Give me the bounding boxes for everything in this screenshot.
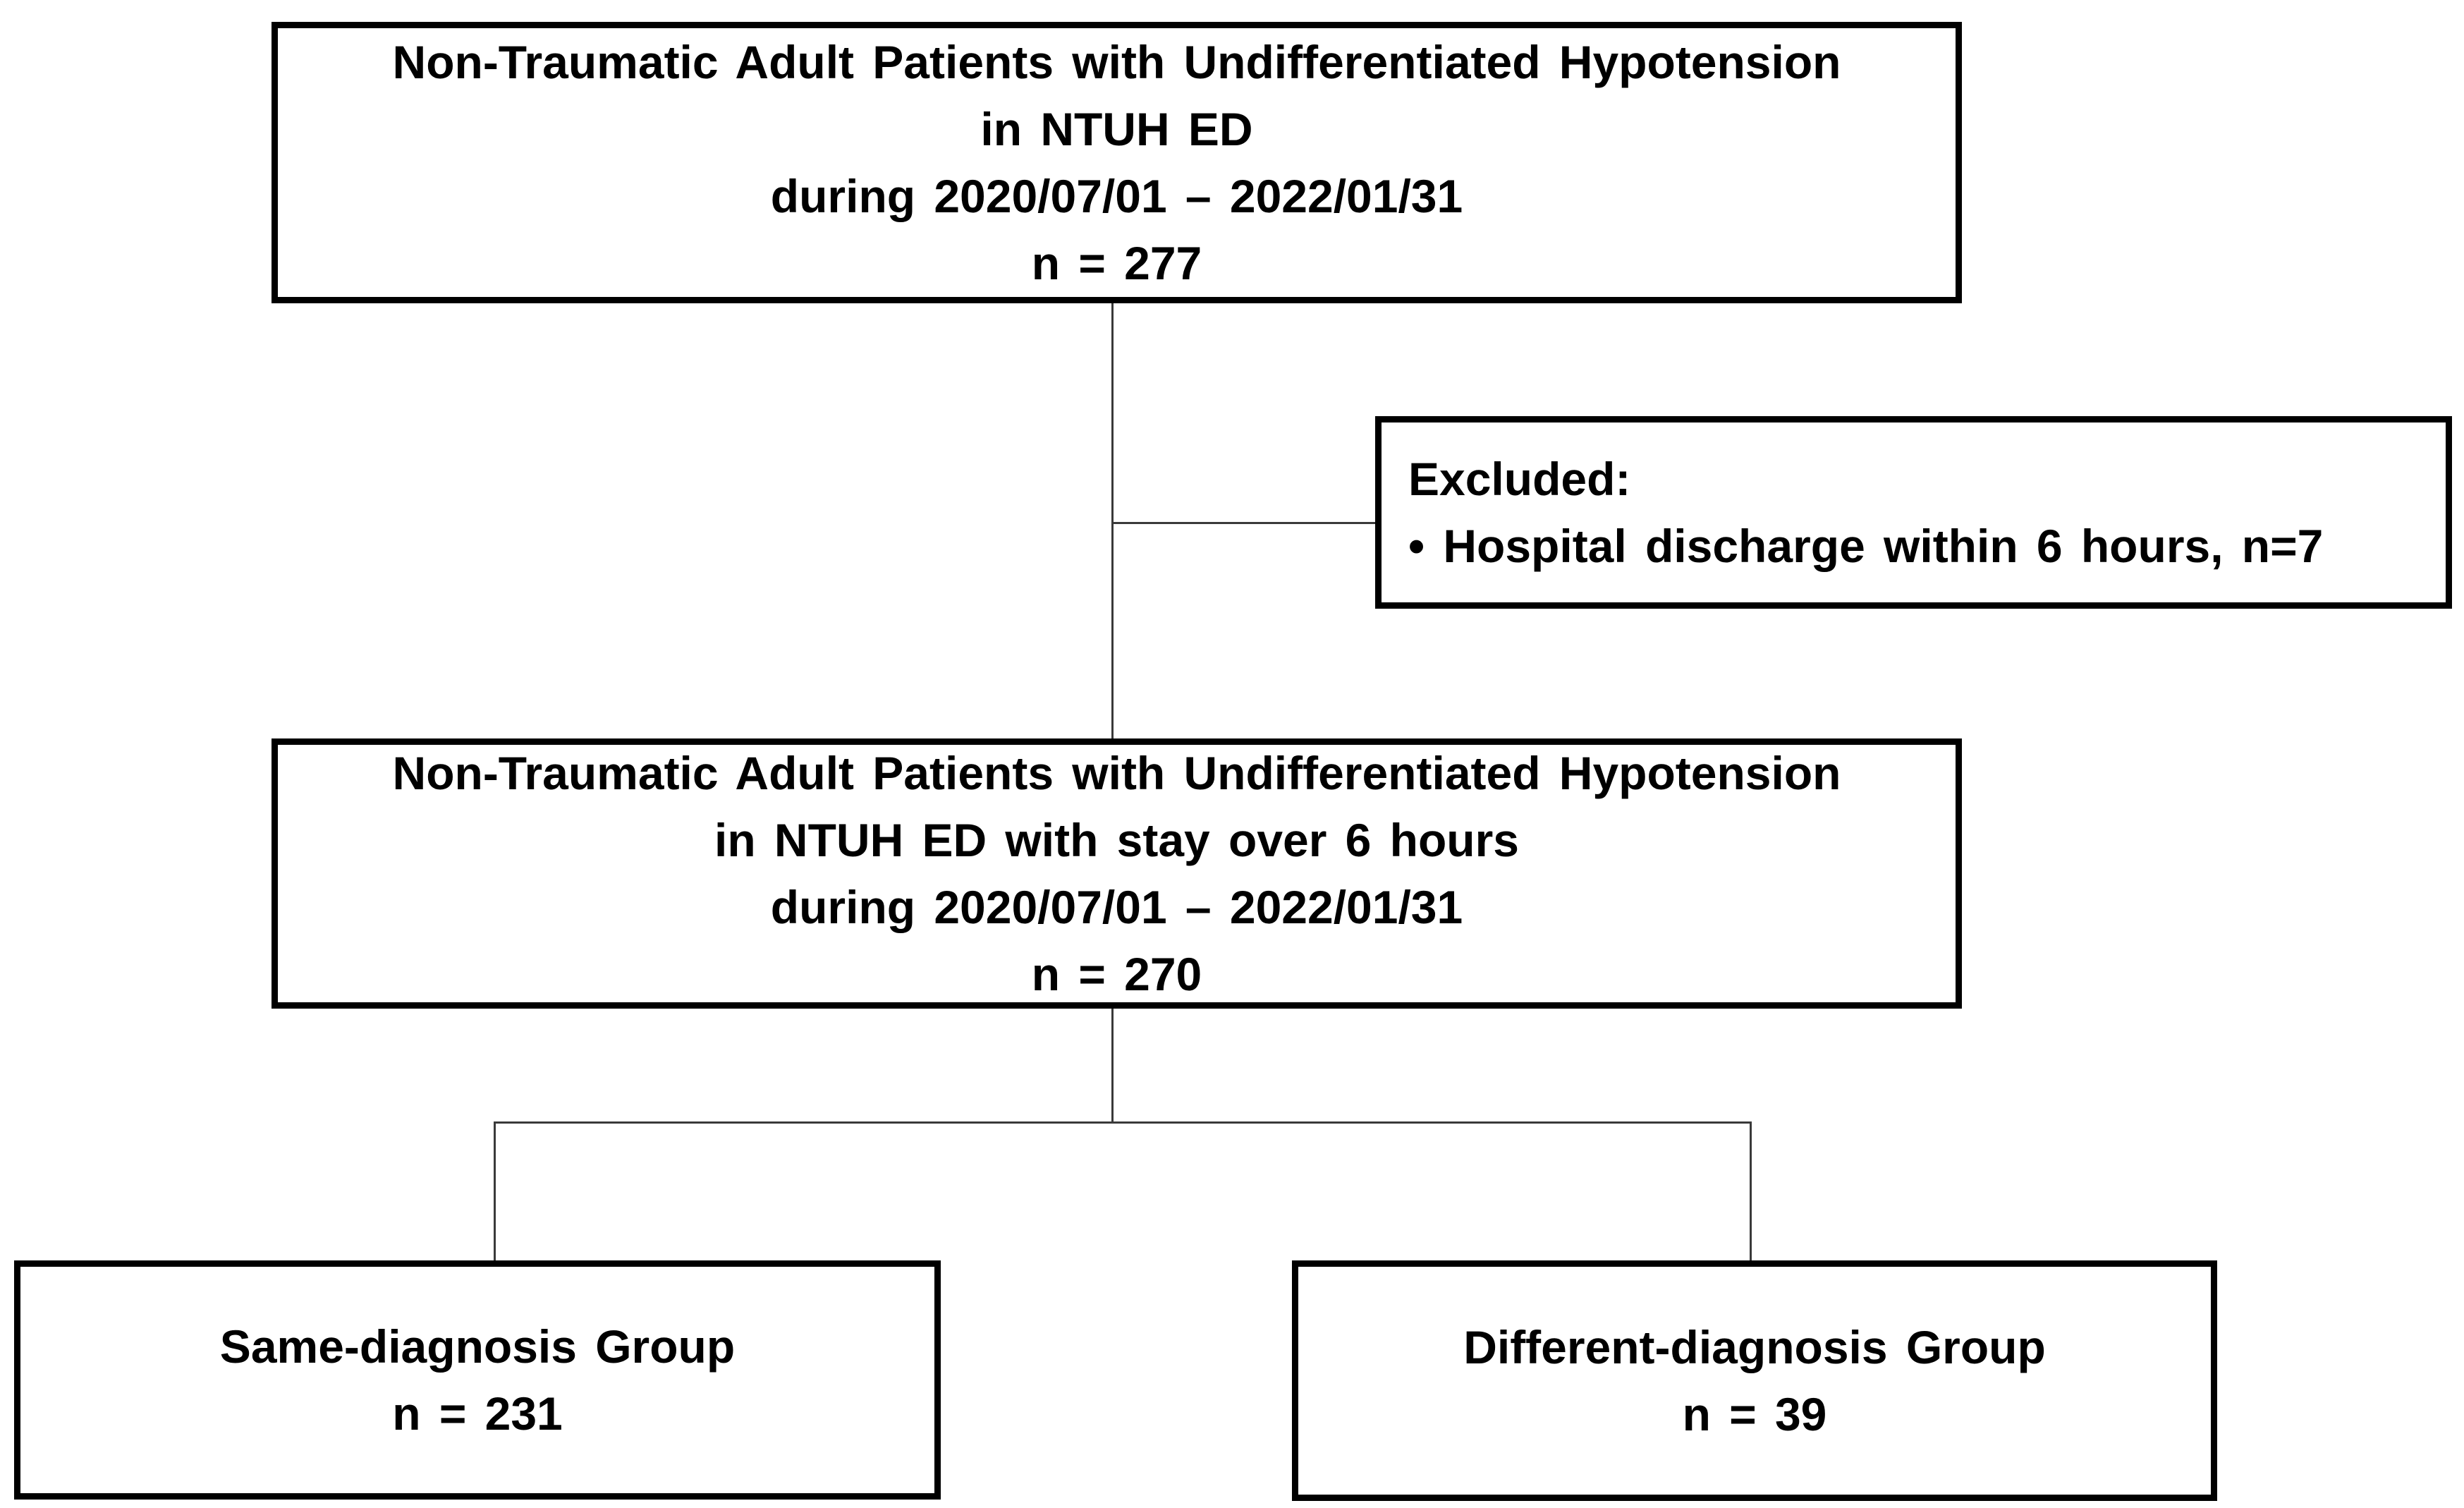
different-diagnosis-label: Different-diagnosis Group: [1463, 1320, 2046, 1373]
included-patients-line-3: during 2020/07/01 – 2022/01/31: [770, 880, 1463, 933]
connector-middle-to-split: [1111, 1009, 1114, 1123]
excluded-box: Excluded: • Hospital discharge within 6 …: [1375, 416, 2452, 609]
included-patients-box: Non-Traumatic Adult Patients with Undiff…: [272, 738, 1962, 1009]
included-patients-line-1: Non-Traumatic Adult Patients with Undiff…: [392, 746, 1841, 799]
different-diagnosis-count: n = 39: [1682, 1387, 1827, 1440]
included-patients-line-2: in NTUH ED with stay over 6 hours: [714, 813, 1519, 866]
eligible-patients-line-1: Non-Traumatic Adult Patients with Undiff…: [392, 35, 1841, 88]
eligible-patients-line-3: during 2020/07/01 – 2022/01/31: [770, 169, 1463, 222]
connector-drop-left-group: [494, 1121, 496, 1260]
excluded-reason: • Hospital discharge within 6 hours, n=7: [1408, 519, 2324, 572]
excluded-title: Excluded:: [1408, 452, 1631, 505]
eligible-patients-count: n = 277: [1031, 236, 1202, 289]
eligible-patients-box: Non-Traumatic Adult Patients with Undiff…: [272, 22, 1962, 303]
connector-drop-right-group: [1750, 1121, 1752, 1260]
same-diagnosis-count: n = 231: [392, 1387, 563, 1440]
connector-top-to-middle: [1111, 303, 1114, 738]
same-diagnosis-group-box: Same-diagnosis Group n = 231: [14, 1260, 941, 1500]
different-diagnosis-group-box: Different-diagnosis Group n = 39: [1292, 1260, 2217, 1501]
connector-excluded-branch: [1111, 522, 1375, 524]
included-patients-count: n = 270: [1031, 947, 1202, 1000]
connector-split-horizontal: [494, 1121, 1752, 1124]
eligible-patients-line-2: in NTUH ED: [980, 102, 1253, 155]
same-diagnosis-label: Same-diagnosis Group: [219, 1320, 736, 1373]
